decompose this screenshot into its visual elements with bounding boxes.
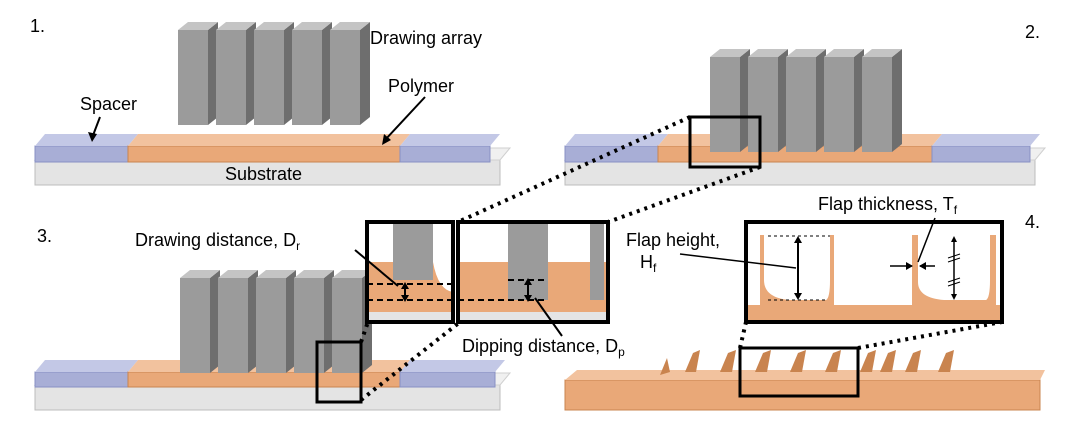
connector-2-3-left bbox=[457, 115, 691, 224]
panel-4: 4. bbox=[564, 194, 1045, 411]
inset-dipping-distance bbox=[456, 220, 610, 324]
arrow-flap-height bbox=[679, 253, 797, 269]
flap-profile-1 bbox=[760, 235, 834, 305]
label-spacer: Spacer bbox=[80, 94, 137, 114]
label-drawing-array: Drawing array bbox=[370, 28, 482, 48]
pillar-cross-section-a bbox=[393, 222, 433, 280]
arrow-dipping-distance bbox=[534, 297, 563, 337]
spacer-right-3 bbox=[399, 371, 496, 388]
zoom-box-3 bbox=[315, 340, 363, 404]
panel-1-number: 1. bbox=[30, 16, 45, 36]
label-flap-height-symbol: Hf bbox=[640, 252, 657, 275]
drawing-array-2 bbox=[710, 49, 902, 152]
polymer-layer-3 bbox=[127, 371, 401, 388]
spacer-right-1 bbox=[399, 145, 491, 163]
connector-3-inset bbox=[359, 320, 462, 402]
panel-1: 1. Drawing array Polymer Spacer Substrat… bbox=[30, 16, 512, 186]
zoom-box-2 bbox=[688, 115, 762, 169]
flap-array-4 bbox=[660, 350, 954, 375]
panel-2: 2. bbox=[563, 22, 1047, 186]
arrow-polymer bbox=[384, 96, 426, 141]
arrow-drawing-distance bbox=[354, 249, 399, 287]
substrate-3 bbox=[34, 384, 501, 411]
spacer-left-3 bbox=[34, 371, 129, 388]
arrow-flap-thickness bbox=[917, 217, 936, 263]
substrate-2 bbox=[564, 159, 1036, 186]
zoom-box-4 bbox=[738, 346, 860, 398]
label-flap-height: Flap height, bbox=[626, 230, 720, 250]
label-dipping-distance: Dipping distance, Dp bbox=[462, 336, 625, 359]
spacer-left-2 bbox=[564, 145, 659, 163]
panel-4-number: 4. bbox=[1025, 212, 1040, 232]
label-polymer: Polymer bbox=[388, 76, 454, 96]
connector-2-3-right bbox=[607, 165, 761, 224]
panel-3: 3. bbox=[33, 220, 625, 411]
spacer-right-2 bbox=[931, 145, 1031, 163]
drawing-array-1 bbox=[178, 22, 370, 125]
drawing-array-3 bbox=[180, 270, 372, 373]
polymer-layer-1 bbox=[127, 145, 401, 163]
label-substrate: Substrate bbox=[225, 164, 302, 184]
panel-3-number: 3. bbox=[37, 226, 52, 246]
spacer-left-1 bbox=[34, 145, 129, 163]
flap-profile-2 bbox=[912, 235, 996, 305]
panel-2-number: 2. bbox=[1025, 22, 1040, 42]
label-drawing-distance: Drawing distance, Dr bbox=[135, 230, 300, 253]
inset-flap-cross-section bbox=[744, 220, 1004, 324]
label-flap-thickness: Flap thickness, Tf bbox=[818, 194, 958, 217]
